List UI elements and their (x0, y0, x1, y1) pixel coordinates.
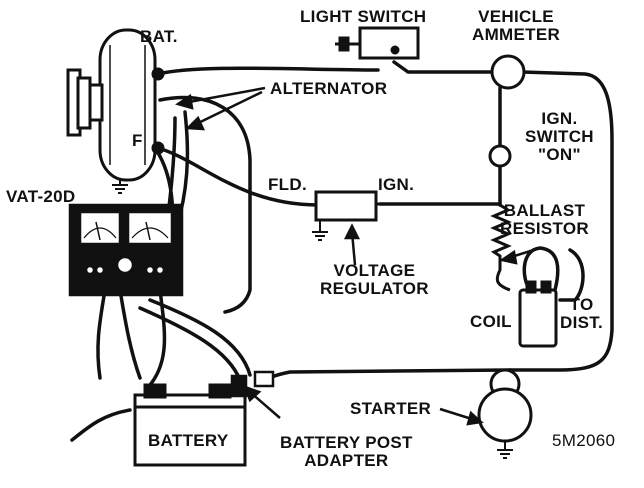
battery (133, 383, 247, 467)
label-vat-20d: VAT-20D (6, 187, 76, 206)
wire-vat-cable-long (148, 298, 252, 377)
wire-vat-to-battery-3 (148, 288, 167, 387)
alternator (66, 28, 165, 182)
label-figure-code: 5M2060 (552, 431, 616, 450)
wire-battery-ground (70, 408, 132, 442)
wire-vat-to-battery-1 (118, 288, 142, 380)
voltage-regulator (314, 190, 385, 222)
wire-starter-to-battery (260, 368, 512, 384)
label-voltage-regulator: VOLTAGE REGULATOR (320, 261, 429, 298)
label-fld: FLD. (268, 175, 307, 194)
label-battery-post-adapter: BATTERY POST ADAPTER (280, 433, 413, 470)
wire-alt-output-loop (158, 95, 252, 314)
label-ballast-resistor: BALLAST RESISTOR (500, 201, 589, 238)
label-vehicle-ammeter: VEHICLE AMMETER (472, 7, 561, 44)
label-ign-switch: IGN. SWITCH "ON" (525, 109, 594, 164)
battery-post-adapter (230, 370, 275, 398)
wire-vat-cable-long-2 (138, 306, 242, 382)
coil (518, 280, 558, 348)
label-battery: BATTERY (148, 431, 229, 450)
wire-coil-right (558, 248, 585, 302)
label-to-dist: TO DIST. (560, 295, 604, 332)
label-coil: COIL (470, 312, 512, 331)
label-starter: STARTER (350, 399, 432, 418)
wire-switch-to-ammeter (392, 60, 494, 74)
starter (477, 368, 533, 443)
ballast-resistor (490, 203, 512, 292)
label-alternator: ALTERNATOR (270, 79, 388, 98)
ign-switch (488, 144, 512, 168)
wire-vat-to-battery-2 (96, 288, 107, 380)
arrows (175, 86, 541, 426)
alt-lead-1 (178, 110, 190, 217)
wire-bat-to-switch (156, 66, 380, 76)
label-light-switch: LIGHT SWITCH (300, 7, 427, 26)
light-switch (335, 26, 420, 60)
wire-ammeter-right-loop (508, 70, 614, 372)
vehicle-ammeter (490, 54, 526, 90)
label-f: F (132, 131, 143, 150)
label-ign: IGN. (378, 175, 415, 194)
label-bat: BAT. (140, 27, 178, 46)
vat-20d-tester (68, 203, 184, 297)
